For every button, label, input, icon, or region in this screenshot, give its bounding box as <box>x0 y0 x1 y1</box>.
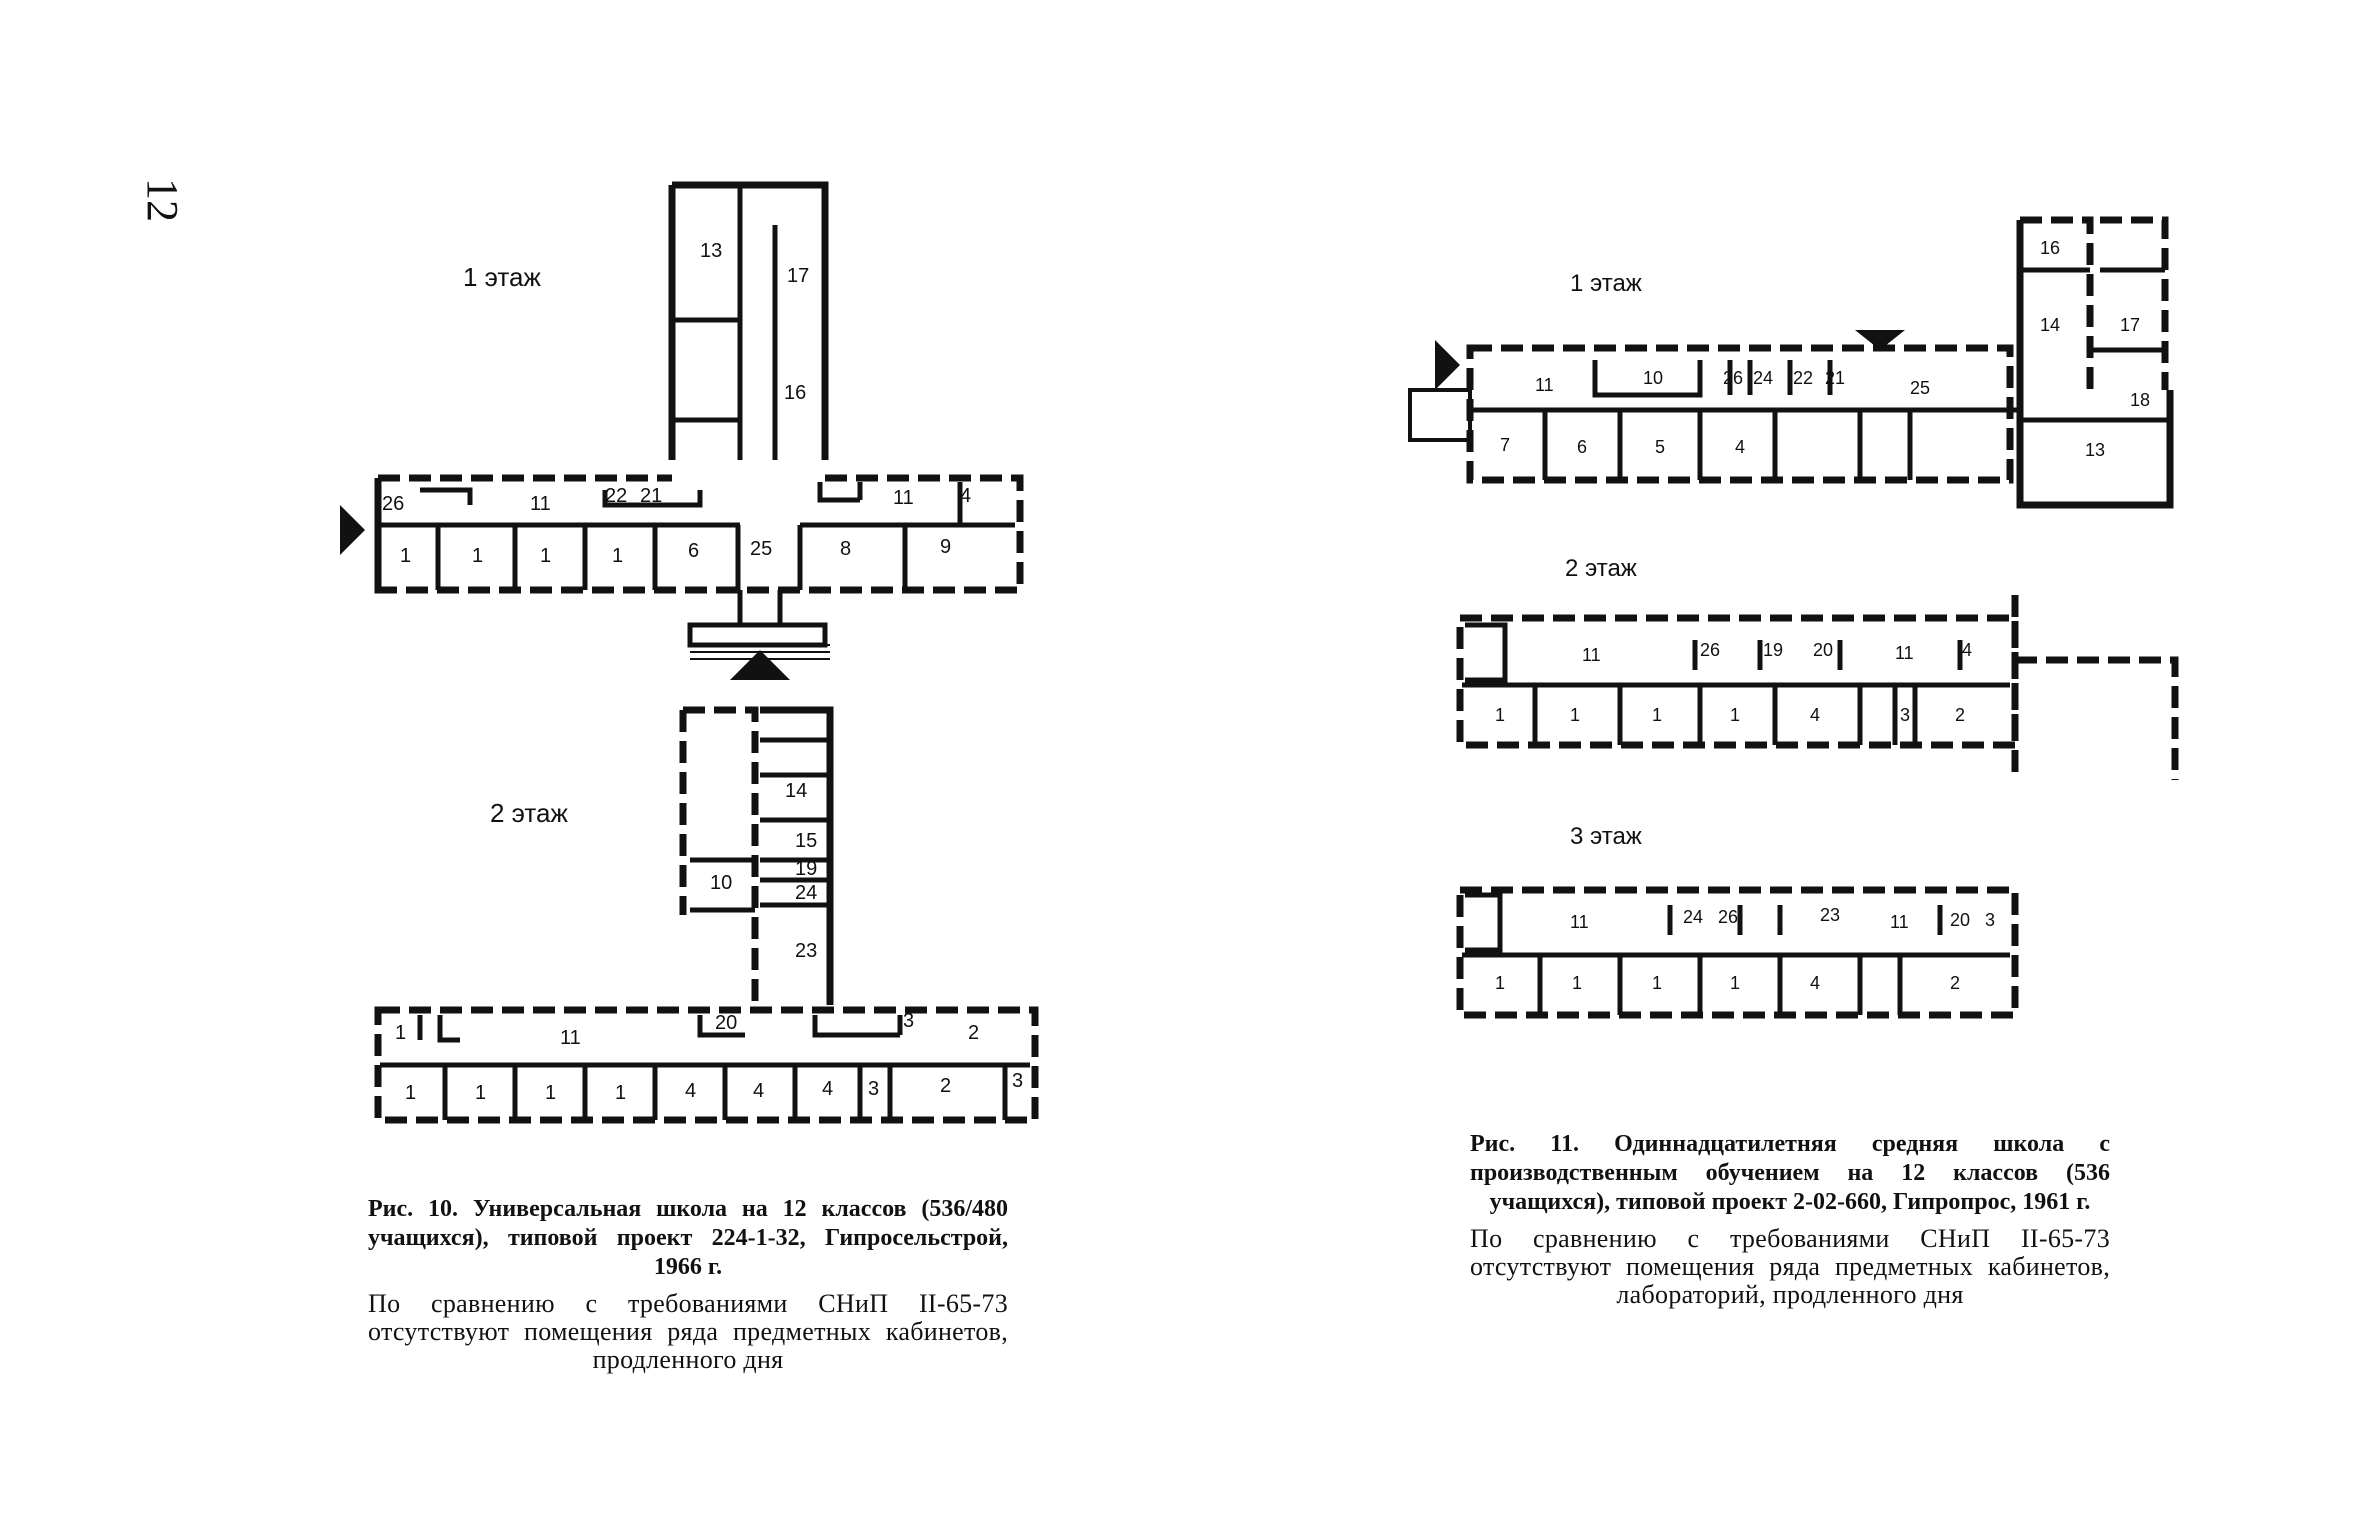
room-number: 1 <box>472 545 484 567</box>
entrance-markers <box>340 330 1905 680</box>
fig10-caption: Рис. 10. Универсальная школа на 12 класс… <box>368 1195 1008 1374</box>
room-number: 22 <box>1793 368 1814 388</box>
room-number: 5 <box>1655 437 1666 457</box>
room-number: 3 <box>903 1010 915 1032</box>
room-number: 1 <box>612 545 624 567</box>
room-number: 23 <box>795 940 818 962</box>
fig11-caption: Рис. 11. Одиннадцатилетняя средняя школа… <box>1470 1130 2110 1309</box>
room-number: 1 <box>1495 973 1506 993</box>
room-number: 6 <box>688 540 700 562</box>
fig11-floor1-plan <box>1408 216 2174 509</box>
room-number: 17 <box>2120 315 2141 335</box>
room-number: 16 <box>2040 238 2061 258</box>
room-number: 21 <box>1825 368 1846 388</box>
room-number: 1 <box>615 1082 627 1104</box>
room-number: 3 <box>1985 910 1996 930</box>
room-number: 11 <box>1535 375 1554 395</box>
room-number: 1 <box>400 545 412 567</box>
room-number: 11 <box>1895 643 1914 663</box>
room-number: 4 <box>685 1080 697 1102</box>
room-number: 19 <box>795 858 818 880</box>
room-number: 14 <box>2040 315 2061 335</box>
room-number: 2 <box>1950 973 1961 993</box>
room-number: 7 <box>1500 435 1511 455</box>
room-number: 1 <box>395 1022 407 1044</box>
room-number: 26 <box>1723 368 1744 388</box>
room-number: 17 <box>787 265 810 287</box>
fig10-caption-note: По сравнению с требованиями СНиП II-65-7… <box>368 1289 1008 1374</box>
fig10-floor2-label: 2 этаж <box>490 798 568 828</box>
fig10-floor1-plan <box>374 181 1024 660</box>
fig11-floor2-label: 2 этаж <box>1565 555 1637 582</box>
room-number: 11 <box>530 493 551 515</box>
room-number: 3 <box>868 1078 880 1100</box>
fig11-floor1-label: 1 этаж <box>1570 270 1642 297</box>
room-number: 1 <box>1652 705 1663 725</box>
room-number: 20 <box>1950 910 1971 930</box>
room-number: 10 <box>710 872 733 894</box>
fig10-floor1-label: 1 этаж <box>463 262 541 292</box>
room-number: 11 <box>1570 912 1589 932</box>
room-number: 2 <box>1955 705 1966 725</box>
room-number: 19 <box>1763 640 1784 660</box>
room-number: 25 <box>750 538 773 560</box>
room-number: 11 <box>560 1027 581 1049</box>
room-number: 15 <box>795 830 818 852</box>
room-number: 20 <box>1813 640 1834 660</box>
fig11-floor2-plan <box>1456 595 2179 780</box>
room-number: 1 <box>1652 973 1663 993</box>
room-number: 1 <box>540 545 552 567</box>
fig11-floor3-plan <box>1456 886 2019 1019</box>
room-number: 4 <box>1810 973 1821 993</box>
room-number: 4 <box>822 1078 834 1100</box>
room-number: 10 <box>1643 368 1664 388</box>
room-number: 26 <box>382 493 405 515</box>
room-number: 2 <box>968 1022 980 1044</box>
room-number: 8 <box>840 538 852 560</box>
room-number: 9 <box>940 536 952 558</box>
room-number: 1 <box>545 1082 557 1104</box>
fig10-caption-title: Рис. 10. Универсальная школа на 12 класс… <box>368 1196 1008 1280</box>
room-number: 1 <box>1570 705 1581 725</box>
room-number: 25 <box>1910 378 1931 398</box>
room-number: 11 <box>1582 645 1601 665</box>
room-number: 11 <box>1890 912 1909 932</box>
room-number: 4 <box>1810 705 1821 725</box>
room-number: 4 <box>1962 640 1973 660</box>
room-number: 1 <box>475 1082 487 1104</box>
room-number: 1 <box>1730 705 1741 725</box>
room-number: 13 <box>2085 440 2106 460</box>
room-number: 1 <box>405 1082 417 1104</box>
room-number: 14 <box>785 780 808 802</box>
room-number: 22 <box>605 485 628 507</box>
room-number: 1 <box>1572 973 1583 993</box>
room-number: 1 <box>1495 705 1506 725</box>
room-number: 3 <box>1900 705 1911 725</box>
room-number: 4 <box>960 485 972 507</box>
room-number: 21 <box>640 485 663 507</box>
room-number: 24 <box>795 882 818 904</box>
room-number: 26 <box>1700 640 1721 660</box>
room-number: 3 <box>1012 1070 1024 1092</box>
room-number: 2 <box>940 1075 952 1097</box>
room-number: 26 <box>1718 907 1739 927</box>
room-number: 6 <box>1577 437 1588 457</box>
room-number: 13 <box>700 240 723 262</box>
room-number: 1 <box>1730 973 1741 993</box>
room-number: 23 <box>1820 905 1841 925</box>
room-number: 24 <box>1753 368 1774 388</box>
fig10-floor2-plan <box>374 706 1039 1124</box>
fig11-caption-note: По сравнению с требованиями СНиП II-65-7… <box>1470 1224 2110 1309</box>
room-number: 4 <box>1735 437 1746 457</box>
room-number: 4 <box>753 1080 765 1102</box>
room-number: 18 <box>2130 390 2151 410</box>
room-number: 16 <box>784 382 807 404</box>
room-number: 20 <box>715 1012 738 1034</box>
room-number: 11 <box>893 487 914 509</box>
fig11-caption-title: Рис. 11. Одиннадцатилетняя средняя школа… <box>1470 1131 2110 1215</box>
fig11-floor3-label: 3 этаж <box>1570 823 1642 850</box>
room-number: 24 <box>1683 907 1704 927</box>
